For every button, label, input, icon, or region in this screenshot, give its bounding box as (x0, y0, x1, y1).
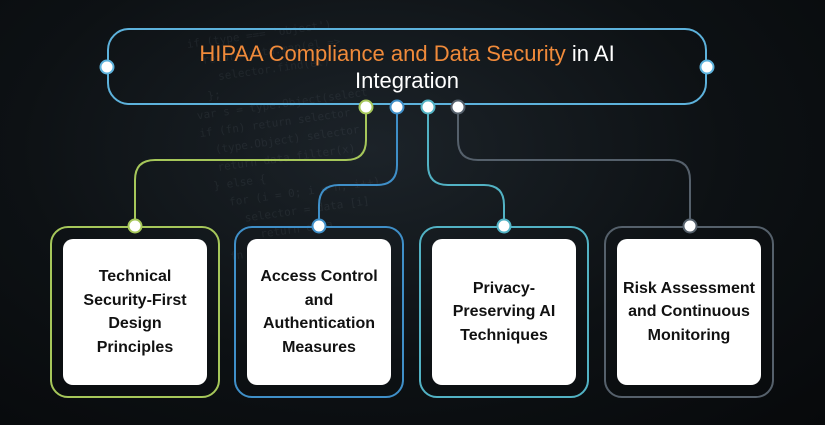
card-3: Privacy-Preserving AI Techniques (432, 239, 576, 385)
connector-line-1 (134, 107, 367, 226)
card-3-label: Privacy-Preserving AI Techniques (452, 279, 556, 344)
connector-node-top-4 (450, 99, 466, 115)
title-left-node (99, 59, 115, 75)
connector-line-4 (457, 107, 691, 226)
connector-node-card-2 (311, 218, 327, 234)
connector-node-top-3 (420, 99, 436, 115)
connector-node-card-1 (127, 218, 143, 234)
connector-line-2 (318, 107, 398, 226)
connector-node-top-1 (358, 99, 374, 115)
card-4-frame: Risk Assessment and Continuous Monitorin… (604, 226, 774, 398)
page-title: HIPAA Compliance and Data Security in AI… (147, 40, 667, 94)
card-1: Technical Security-First Design Principl… (63, 239, 207, 385)
card-1-label: Technical Security-First Design Principl… (83, 268, 187, 356)
title-box: HIPAA Compliance and Data Security in AI… (107, 28, 707, 105)
card-4-label: Risk Assessment and Continuous Monitorin… (623, 279, 755, 344)
title-right-node (699, 59, 715, 75)
connector-node-card-4 (682, 218, 698, 234)
connector-node-card-3 (496, 218, 512, 234)
card-3-frame: Privacy-Preserving AI Techniques (419, 226, 589, 398)
card-2: Access Control and Authentication Measur… (247, 239, 391, 385)
connector-line-3 (427, 107, 505, 226)
card-4: Risk Assessment and Continuous Monitorin… (617, 239, 761, 385)
connector-node-top-2 (389, 99, 405, 115)
title-rest: in AI Integration (355, 40, 615, 93)
title-highlight: HIPAA Compliance and Data Security (199, 40, 566, 66)
card-2-label: Access Control and Authentication Measur… (260, 268, 378, 356)
card-2-frame: Access Control and Authentication Measur… (234, 226, 404, 398)
card-1-frame: Technical Security-First Design Principl… (50, 226, 220, 398)
